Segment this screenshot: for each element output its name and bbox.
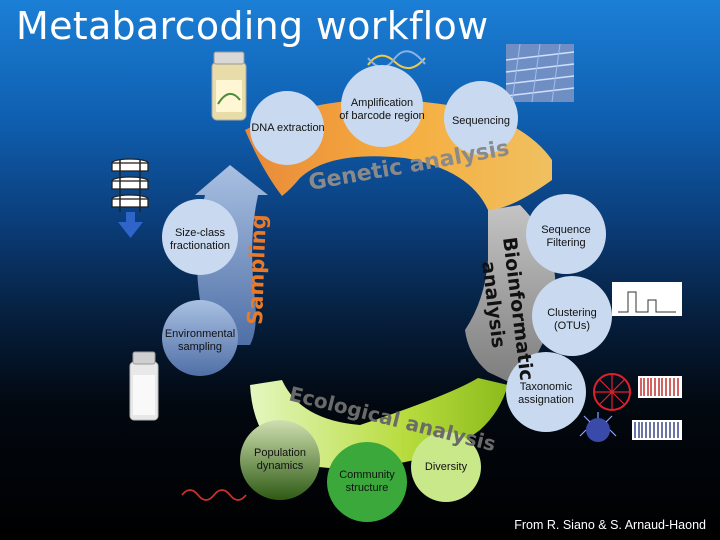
wave-icon [181,489,247,501]
arrow-down-icon [118,212,143,238]
slide-title: Metabarcoding workflow [16,4,489,48]
histogram-icon [612,282,682,316]
node-environmental [162,300,238,376]
dna-extraction-label: DNA extraction [251,122,325,134]
diversity-label: Diversity [424,461,468,473]
credit-text: From R. Siano & S. Arnaud-Haond [514,518,706,532]
sample-bottle-icon [129,351,159,421]
sieve-stack-icon [111,158,149,212]
node-clustering [532,276,612,356]
node-size-class [162,199,238,275]
node-community [327,442,407,522]
tube-icon [211,51,247,121]
plankton-icon [579,412,617,442]
node-taxonomic [506,352,586,432]
phylo-tree-icon [593,373,631,411]
barcode-icon [632,376,682,440]
node-sequence-filtering [526,194,606,274]
node-diversity [411,432,481,502]
node-sequencing [444,81,518,155]
clustering-label: Clustering(OTUs) [547,307,597,332]
sampling-label: Sampling [243,214,271,325]
node-amplification [341,65,423,147]
dna-helix-icon [367,50,426,69]
node-dna-extraction [250,91,324,165]
node-population [240,420,320,500]
sequencing-label: Sequencing [451,115,511,127]
sequencer-image-icon [505,43,575,103]
